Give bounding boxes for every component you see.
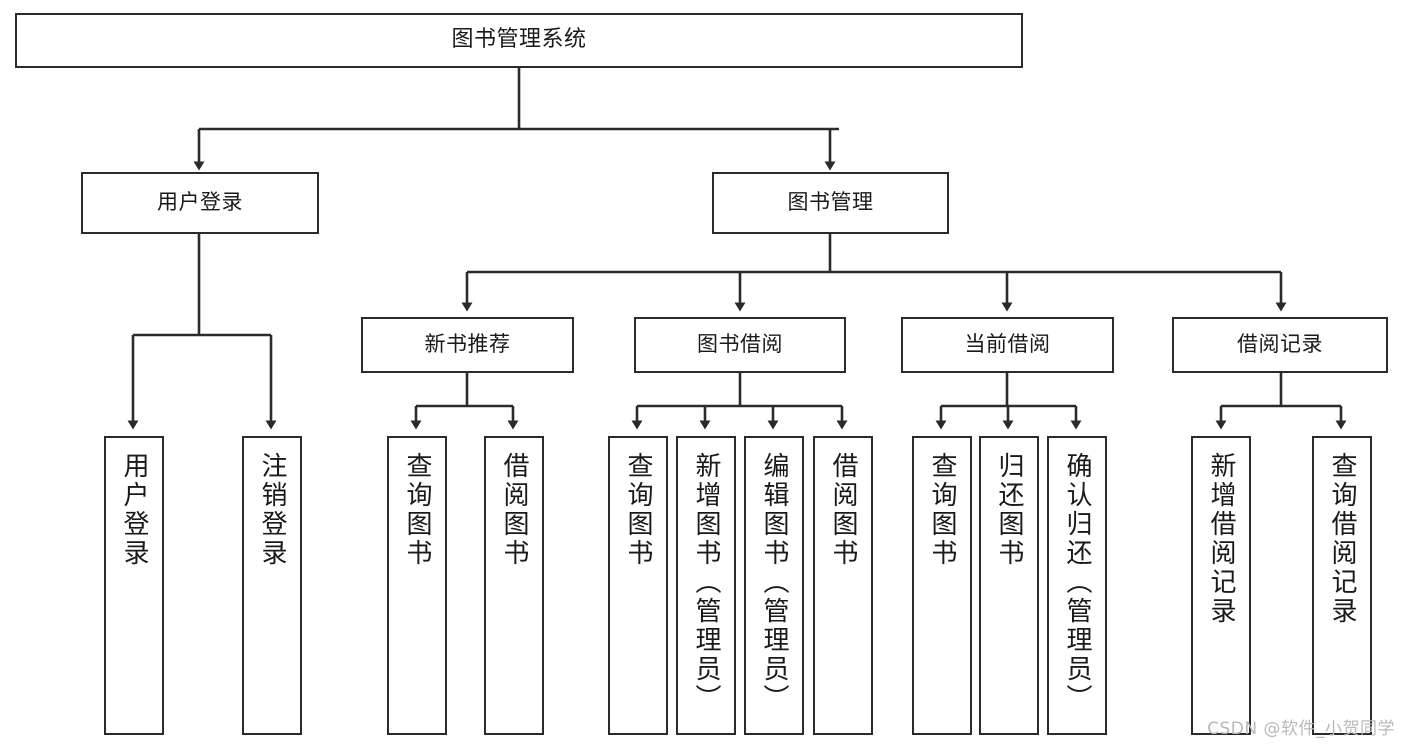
leaf-book-borrow-borrow-book[interactable]: 借阅图书 [813,436,873,735]
node-label: 借阅图书 [499,452,529,568]
node-label: 图书管理 [787,190,874,215]
node-label: 新增借阅记录 [1206,452,1236,626]
node-label: 查询图书 [927,452,957,568]
leaf-current-borrow-confirm-return-admin[interactable]: 确认归还（管理员） [1047,436,1107,735]
node-label: 借阅记录 [1237,332,1323,357]
leaf-borrow-record-query-record[interactable]: 查询借阅记录 [1312,436,1372,735]
leaf-book-borrow-add-book-admin[interactable]: 新增图书（管理员） [676,436,736,735]
leaf-user-login-login[interactable]: 用户登录 [104,436,164,735]
leaf-current-borrow-query-book[interactable]: 查询图书 [912,436,972,735]
node-label: 用户登录 [157,190,243,215]
node-label: 新书推荐 [424,332,511,357]
node-book-management[interactable]: 图书管理 [712,172,949,234]
leaf-book-borrow-edit-book-admin[interactable]: 编辑图书（管理员） [744,436,804,735]
node-label: 归还图书 [994,452,1024,568]
node-user-login[interactable]: 用户登录 [81,172,319,234]
node-label: 查询借阅记录 [1327,452,1357,626]
node-root-book-management-system[interactable]: 图书管理系统 [15,13,1023,68]
node-label: 图书借阅 [697,332,783,357]
leaf-current-borrow-return-book[interactable]: 归还图书 [979,436,1039,735]
node-label: 借阅图书 [828,452,858,568]
leaf-book-borrow-query-book[interactable]: 查询图书 [608,436,668,735]
leaf-borrow-record-add-record[interactable]: 新增借阅记录 [1191,436,1251,735]
node-label: 当前借阅 [964,332,1051,357]
node-book-borrow[interactable]: 图书借阅 [634,317,846,373]
leaf-user-login-logout[interactable]: 注销登录 [242,436,302,735]
leaf-new-book-query-book[interactable]: 查询图书 [387,436,447,735]
node-current-borrow[interactable]: 当前借阅 [901,317,1114,373]
node-new-book-recommend[interactable]: 新书推荐 [361,317,574,373]
leaf-new-book-borrow-book[interactable]: 借阅图书 [484,436,544,735]
node-label: 注销登录 [257,452,287,568]
node-label: 确认归还（管理员） [1062,452,1092,713]
node-label: 新增图书（管理员） [691,452,721,713]
node-label: 编辑图书（管理员） [759,452,789,713]
node-label: 用户登录 [119,452,149,568]
watermark: CSDN @软件_小贺同学 [1207,719,1395,739]
node-borrow-record[interactable]: 借阅记录 [1172,317,1388,373]
node-label: 查询图书 [623,452,653,568]
node-label: 查询图书 [402,452,432,568]
node-label: 图书管理系统 [451,27,587,53]
